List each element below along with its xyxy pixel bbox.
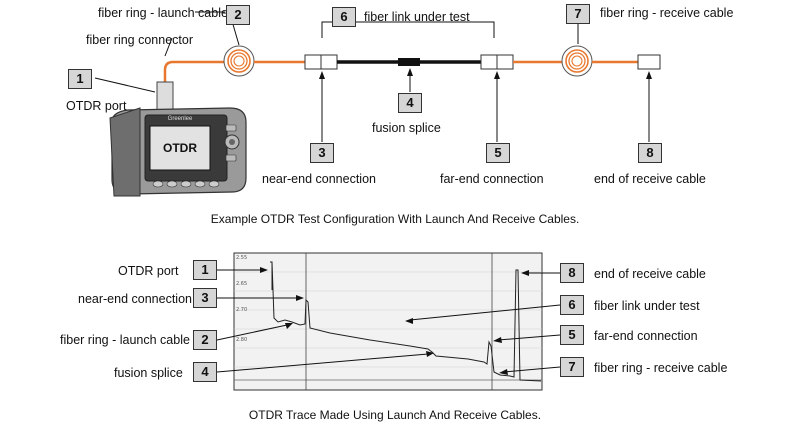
otdr-brand-text: Greenlee — [167, 116, 193, 122]
callout-1: 1 — [68, 69, 92, 89]
callout-2: 2 — [226, 5, 250, 25]
label-end-of-receive: end of receive cable — [594, 172, 706, 186]
top-caption: Example OTDR Test Configuration With Lau… — [210, 212, 580, 226]
trace-callout-5: 5 — [560, 325, 584, 345]
receive-spool-icon — [561, 45, 593, 77]
trace-tick-label: 2.55 — [236, 255, 247, 261]
launch-spool-icon — [223, 45, 255, 77]
trace-gridlines — [234, 271, 542, 368]
otdr-instrument-icon — [109, 81, 247, 197]
label-fusion-splice: fusion splice — [372, 121, 441, 135]
trace-callout-6: 6 — [560, 295, 584, 315]
label-near-end: near-end connection — [262, 172, 376, 186]
callout-7: 7 — [566, 4, 590, 24]
trace-label-far-end: far-end connection — [594, 329, 698, 343]
fusion-splice-sleeve — [398, 58, 420, 66]
callout-3: 3 — [310, 143, 334, 163]
trace-label-near-end: near-end connection — [78, 292, 192, 306]
trace-tick-label: 2.65 — [236, 281, 247, 287]
trace-label-otdr-port: OTDR port — [118, 264, 179, 278]
trace-label-end-of-receive: end of receive cable — [594, 267, 706, 281]
receive-cable-end-icon — [637, 54, 661, 70]
trace-label-link-under-test: fiber link under test — [594, 299, 700, 313]
trace-callout-1: 1 — [193, 260, 217, 280]
bottom-caption: OTDR Trace Made Using Launch And Receive… — [248, 408, 542, 422]
label-receive-cable: fiber ring - receive cable — [600, 6, 734, 20]
trace-callout-3: 3 — [193, 288, 217, 308]
callout-5: 5 — [486, 143, 510, 163]
trace-tick-label: 2.80 — [236, 337, 247, 343]
near-end-connector-icon — [304, 54, 338, 70]
far-end-connector-icon — [480, 54, 514, 70]
trace-callout-8: 8 — [560, 263, 584, 283]
trace-callout-4: 4 — [193, 362, 217, 382]
callout-8: 8 — [638, 143, 662, 163]
label-far-end: far-end connection — [440, 172, 544, 186]
callout-4: 4 — [398, 93, 422, 113]
otdr-trace-line — [270, 261, 542, 382]
trace-label-fusion-splice: fusion splice — [114, 366, 183, 380]
label-link-under-test: fiber link under test — [364, 10, 470, 24]
trace-callout-7: 7 — [560, 357, 584, 377]
label-otdr-port: OTDR port — [66, 99, 127, 113]
trace-label-launch-cable: fiber ring - launch cable — [60, 333, 190, 347]
trace-tick-label: 2.70 — [236, 307, 247, 313]
callout-6: 6 — [332, 7, 356, 27]
trace-callout-2: 2 — [193, 330, 217, 350]
launch-cable-line — [163, 60, 225, 82]
label-ring-connector: fiber ring connector — [86, 33, 194, 47]
label-launch-cable: fiber ring - launch cable — [98, 6, 228, 20]
otdr-screen-text: OTDR — [163, 141, 197, 155]
trace-label-receive-cable: fiber ring - receive cable — [594, 361, 728, 375]
